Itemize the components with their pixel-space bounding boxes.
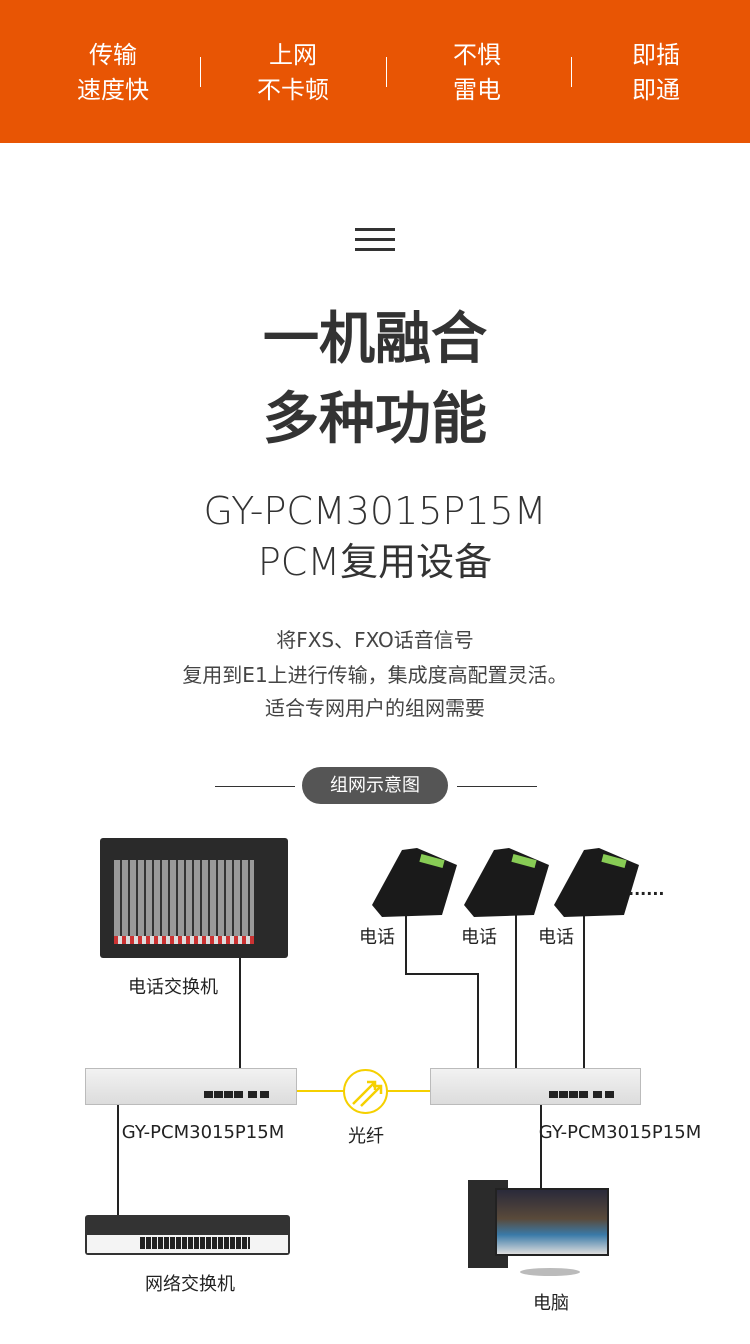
network-switch-image [85,1215,290,1255]
pcm-device-left [85,1068,297,1105]
divider [386,57,387,87]
phone-icon [362,845,458,917]
feature-line: 雷电 [453,76,501,104]
feature-line: 速度快 [77,76,149,104]
diagram-title: 组网示意图 [302,767,448,804]
pc-monitor [495,1188,609,1256]
feature-line: 传输 [89,41,137,69]
product-name: PCM复用设备 [257,540,493,584]
cable [515,912,517,1069]
cable [477,973,479,1069]
feature-line: 即插 [632,41,680,69]
pc-label: 电脑 [533,1293,569,1314]
description-line: 复用到E1上进行传输，集成度高配置灵活。 [182,663,568,687]
fiber-label: 光纤 [348,1126,384,1147]
cable [239,955,241,1070]
description-line: 将FXS、FXO话音信号 [276,628,474,652]
divider [200,57,201,87]
feature-speed: 传输速度快 [33,38,193,108]
feature-line: 上网 [269,41,317,69]
feature-line: 不惧 [453,41,501,69]
switch-label: 网络交换机 [145,1274,235,1295]
cable [405,915,407,975]
divider [457,786,537,787]
cable [540,1105,542,1190]
phone-icon [544,845,640,917]
cable [583,912,585,1069]
phone-label: 电话 [359,927,395,948]
cable [117,1105,119,1217]
phone-label: 电话 [461,927,497,948]
more-phones: ...... [628,880,665,899]
fiber-icon [343,1069,388,1114]
headline-line2: 多种功能 [263,387,487,452]
product-model: GY-PCM3015P15M [203,489,547,533]
headline-line1: 一机融合 [263,307,487,372]
pcm-device-right [430,1068,641,1105]
device-left-label: GY-PCM3015P15M [121,1122,285,1143]
phone-label: 电话 [538,927,574,948]
divider [215,786,295,787]
description-line: 适合专网用户的组网需要 [265,696,485,720]
feature-line: 即通 [632,76,680,104]
device-right-label: GY-PCM3015P15M [538,1122,702,1143]
feature-lightning: 不惧雷电 [397,38,557,108]
feature-line: 不卡顿 [257,76,329,104]
cable [405,973,479,975]
feature-banner [0,0,750,143]
phone-icon [454,845,550,917]
pbx-label: 电话交换机 [128,977,218,998]
pbx-image [100,838,288,958]
feature-network: 上网不卡顿 [213,38,373,108]
feature-plug: 即插即通 [576,38,736,108]
divider [571,57,572,87]
monitor-stand [520,1268,580,1276]
